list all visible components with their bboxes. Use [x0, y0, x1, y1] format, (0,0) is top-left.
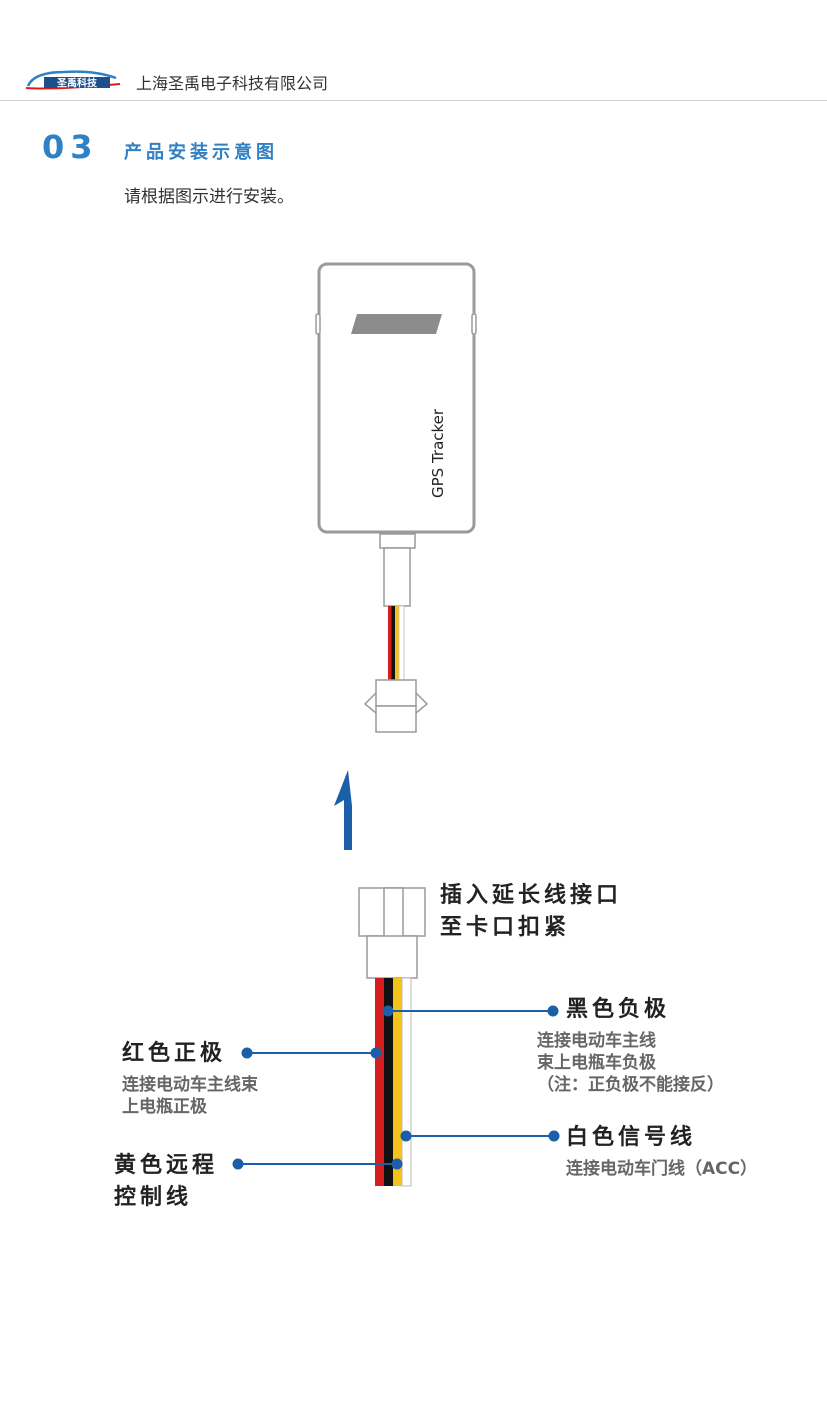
- black-desc-line-2: 束上电瓶车负极: [537, 1053, 656, 1073]
- company-logo: 圣禹科技: [25, 70, 121, 90]
- device-cable: [379, 533, 416, 682]
- logo-text: 圣禹科技: [57, 77, 98, 90]
- black-wire-title: 黑色负极: [566, 997, 671, 1022]
- header-divider: [0, 100, 827, 101]
- company-name: 上海圣禹电子科技有限公司: [136, 74, 329, 93]
- black-wire-desc: 连接电动车主线 束上电瓶车负极 （注：正负极不能接反）: [537, 1030, 724, 1096]
- white-wire-desc: 连接电动车门线（ACC）: [566, 1159, 758, 1179]
- black-desc-line-3: （注：正负极不能接反）: [537, 1075, 724, 1095]
- section-title: 产品安装示意图: [124, 142, 278, 163]
- red-desc-line-2: 上电瓶正极: [122, 1097, 207, 1117]
- extension-connector: [358, 887, 426, 979]
- yellow-title-line-2: 控制线: [114, 1185, 193, 1210]
- white-wire-title: 白色信号线: [566, 1125, 697, 1150]
- plug-instruction: 插入延长线接口 至卡口扣紧: [440, 880, 622, 944]
- red-wire-title: 红色正极: [122, 1041, 227, 1066]
- device-label: GPS Tracker: [429, 408, 447, 498]
- yellow-wire-title: 黄色远程 控制线: [114, 1150, 218, 1214]
- up-arrow: [334, 770, 352, 850]
- plug-line-2: 至卡口扣紧: [440, 915, 571, 940]
- gps-device: GPS Tracker: [315, 262, 477, 534]
- red-wire-desc: 连接电动车主线束 上电瓶正极: [122, 1074, 258, 1118]
- yellow-title-line-1: 黄色远程: [114, 1153, 219, 1178]
- plug-line-1: 插入延长线接口: [440, 883, 623, 908]
- section-number: 03: [42, 128, 99, 166]
- leader-lines: [232, 1005, 560, 1170]
- intro-text: 请根据图示进行安装。: [124, 187, 294, 207]
- device-badge: [351, 314, 442, 334]
- red-desc-line-1: 连接电动车主线束: [122, 1075, 258, 1095]
- device-connector: [363, 679, 429, 733]
- black-desc-line-1: 连接电动车主线: [537, 1031, 656, 1051]
- extension-wires: [375, 977, 412, 1187]
